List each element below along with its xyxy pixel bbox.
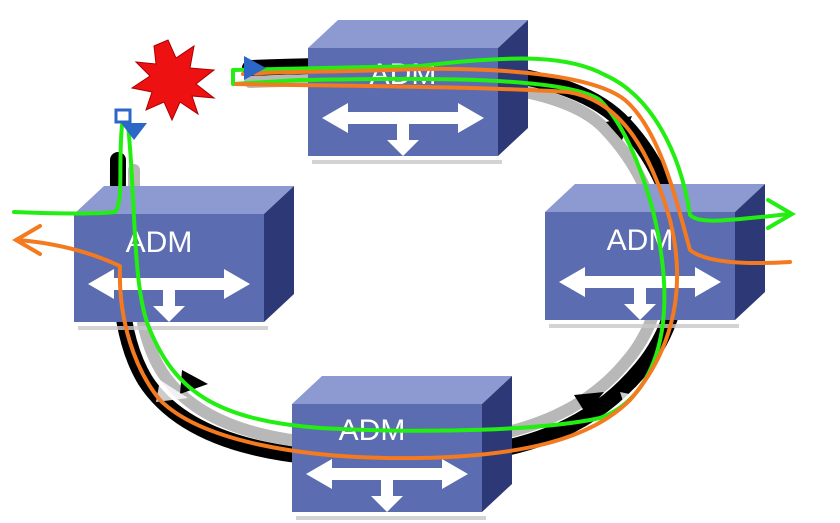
ring-arrowhead-icon	[180, 370, 208, 394]
green-exit-arrowhead-icon	[766, 198, 796, 230]
orange-traffic-path	[16, 66, 792, 461]
protection-switch-icon	[244, 56, 266, 80]
protection-switch-icon	[114, 108, 147, 140]
adm-node-left: ADM	[74, 186, 294, 330]
green-traffic-path	[12, 56, 792, 433]
ring-arrowhead-icon	[156, 380, 188, 402]
adm-node-bottom: ADM	[292, 376, 512, 520]
ring-arrowhead-icon	[574, 392, 604, 414]
adm-node-right: ADM	[545, 184, 765, 328]
ring-gray-path	[128, 73, 668, 453]
fault-star-icon	[130, 39, 216, 122]
adm-label: ADM	[607, 224, 674, 257]
adm-node-top: ADM	[308, 20, 528, 164]
orange-exit-arrowhead-icon	[12, 224, 42, 256]
